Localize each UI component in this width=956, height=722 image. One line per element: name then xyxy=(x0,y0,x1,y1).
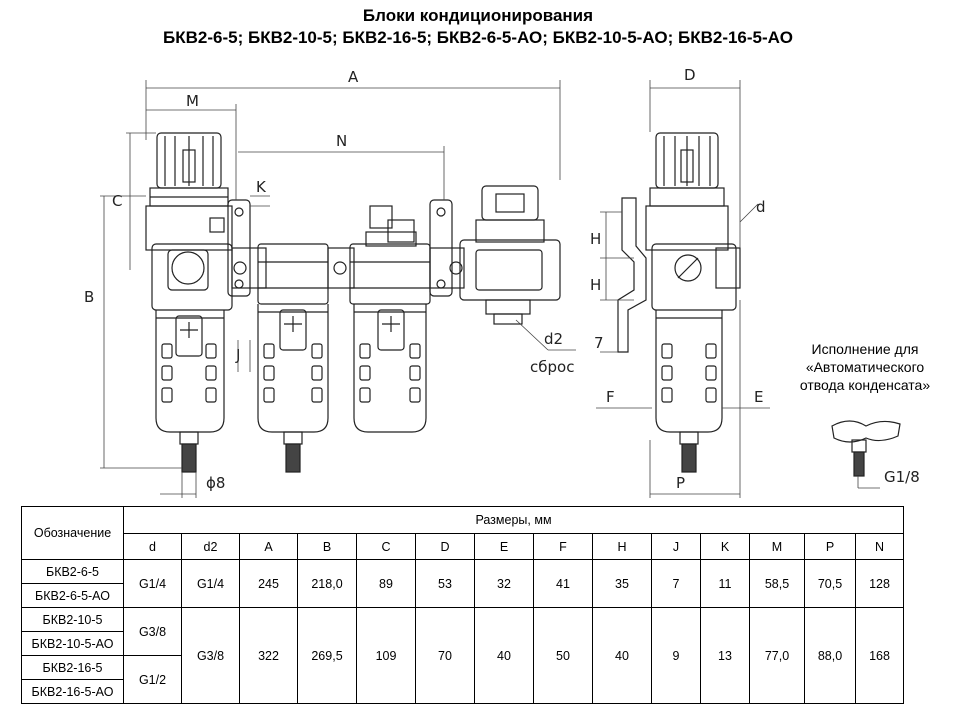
table-cell: 7 xyxy=(651,559,701,608)
table-cell: 40 xyxy=(592,607,652,704)
table-cell: G3/8 xyxy=(123,607,182,656)
table-cell: 32 xyxy=(474,559,534,608)
table-cell: 9 xyxy=(651,607,701,704)
col-header-d2: d2 xyxy=(181,533,240,560)
dim-label-d-lower: d xyxy=(756,198,766,216)
unit-shutoff-valve xyxy=(459,185,561,325)
col-header-d: d xyxy=(123,533,182,560)
table-cell: 70,5 xyxy=(804,559,856,608)
side-view xyxy=(617,132,741,473)
table-cell: 89 xyxy=(356,559,416,608)
auto-drain-detail xyxy=(831,420,901,477)
table-cell: G3/8 xyxy=(181,607,240,704)
table-cell: 40 xyxy=(474,607,534,704)
table-cell: G1/4 xyxy=(181,559,240,608)
dim-label-f: F xyxy=(606,388,615,406)
col-header-p: P xyxy=(804,533,856,560)
table-cell: 41 xyxy=(533,559,593,608)
technical-drawing: A M N C K B J ϕ8 d2 сброс D d H H 7 F E … xyxy=(84,66,920,498)
col-header-h: H xyxy=(592,533,652,560)
unit-filter-valve xyxy=(349,205,431,433)
dim-label-phi8: ϕ8 xyxy=(206,474,225,492)
table-cell: 245 xyxy=(239,559,298,608)
auto-drain-note: Исполнение для «Автоматического отвода к… xyxy=(799,341,931,393)
dim-label-j: J xyxy=(235,346,240,364)
table-cell: 58,5 xyxy=(749,559,805,608)
table-cell: 269,5 xyxy=(297,607,357,704)
table-cell: 50 xyxy=(533,607,593,704)
table-cell: 109 xyxy=(356,607,416,704)
col-header-k: K xyxy=(700,533,750,560)
table-cell: 13 xyxy=(700,607,750,704)
table-cell: G1/2 xyxy=(123,655,182,704)
dim-label-d-upper: D xyxy=(684,66,696,84)
unit-filter-regulator xyxy=(145,132,233,473)
col-header-j: J xyxy=(651,533,701,560)
col-header-n: N xyxy=(855,533,904,560)
page-subtitle: БКВ2-6-5; БКВ2-10-5; БКВ2-16-5; БКВ2-6-5… xyxy=(163,28,793,47)
dim-label-d2: d2 xyxy=(544,330,563,348)
dim-label-7: 7 xyxy=(594,334,604,352)
table-cell: 35 xyxy=(592,559,652,608)
dim-label-h-lower: H xyxy=(590,276,601,294)
table-cell: G1/4 xyxy=(123,559,182,608)
dim-label-k: K xyxy=(256,178,267,196)
col-header-a: A xyxy=(239,533,298,560)
table-cell: 322 xyxy=(239,607,298,704)
designation-header: Обозначение xyxy=(21,506,124,560)
page-title: Блоки кондиционирования xyxy=(362,6,594,25)
model-cell: БКВ2-16-5-АО xyxy=(21,679,124,704)
dim-label-n: N xyxy=(336,132,347,150)
model-cell: БКВ2-16-5 xyxy=(21,655,124,680)
model-cell: БКВ2-6-5-АО xyxy=(21,583,124,608)
table-cell: 53 xyxy=(415,559,475,608)
model-cell: БКВ2-10-5-АО xyxy=(21,631,124,656)
unit-filter xyxy=(257,243,329,473)
dimensions-group-header: Размеры, мм xyxy=(123,506,904,534)
table-cell: 77,0 xyxy=(749,607,805,704)
col-header-c: C xyxy=(356,533,416,560)
dim-label-a: A xyxy=(348,68,359,86)
table-cell: 11 xyxy=(700,559,750,608)
dim-label-h-upper: H xyxy=(590,230,601,248)
dim-label-g18: G1/8 xyxy=(884,468,920,486)
table-cell: 128 xyxy=(855,559,904,608)
dim-label-p: P xyxy=(676,474,685,492)
dim-label-e: E xyxy=(754,388,763,406)
dim-label-m: M xyxy=(186,92,199,110)
col-header-f: F xyxy=(533,533,593,560)
label-sbros: сброс xyxy=(530,358,574,376)
table-cell: 168 xyxy=(855,607,904,704)
model-cell: БКВ2-10-5 xyxy=(21,607,124,632)
dim-label-b: B xyxy=(84,288,94,306)
table-cell: 218,0 xyxy=(297,559,357,608)
table-cell: 88,0 xyxy=(804,607,856,704)
dimensions-table: Обозначение Размеры, мм d d2 A B C D E F… xyxy=(21,506,904,704)
col-header-m: M xyxy=(749,533,805,560)
table-cell: 70 xyxy=(415,607,475,704)
col-header-e: E xyxy=(474,533,534,560)
col-header-b: B xyxy=(297,533,357,560)
dim-label-c: C xyxy=(112,192,122,210)
col-header-dd: D xyxy=(415,533,475,560)
model-cell: БКВ2-6-5 xyxy=(21,559,124,584)
